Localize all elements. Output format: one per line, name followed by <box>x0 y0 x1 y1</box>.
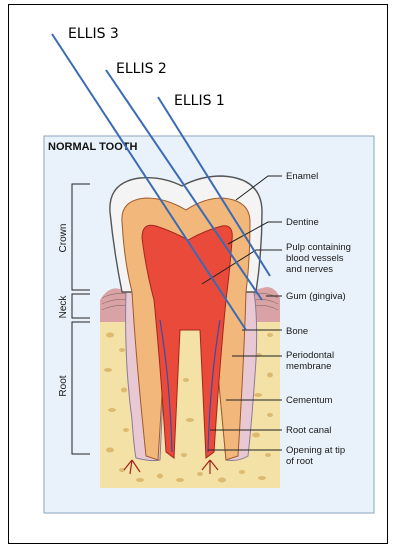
ellis-1-label: ELLIS 1 <box>174 93 225 109</box>
label-gum: Gum (gingiva) <box>286 291 346 302</box>
label-pulp-line-3: and nerves <box>286 264 333 275</box>
ellis-2-label: ELLIS 2 <box>116 61 167 77</box>
label-pulp-line-2: blood vessels <box>286 253 344 264</box>
label-periodontal-line-1: Periodontal <box>286 350 334 361</box>
label-cementum: Cementum <box>286 395 333 406</box>
side-label-crown: Crown <box>58 224 69 253</box>
tooth-diagram: NORMAL TOOTH <box>0 0 396 533</box>
label-enamel: Enamel <box>286 171 318 182</box>
label-opening-line-2: of root <box>286 456 313 467</box>
side-label-neck: Neck <box>58 295 69 319</box>
label-dentine: Dentine <box>286 217 319 228</box>
side-label-root: Root <box>58 375 69 396</box>
label-root-canal: Root canal <box>286 425 331 436</box>
label-periodontal-line-2: membrane <box>286 361 331 372</box>
ellis-3-label: ELLIS 3 <box>68 26 119 42</box>
label-bone: Bone <box>286 326 308 337</box>
label-pulp-line-1: Pulp containing <box>286 242 351 253</box>
label-opening-line-1: Opening at tip <box>286 445 345 456</box>
